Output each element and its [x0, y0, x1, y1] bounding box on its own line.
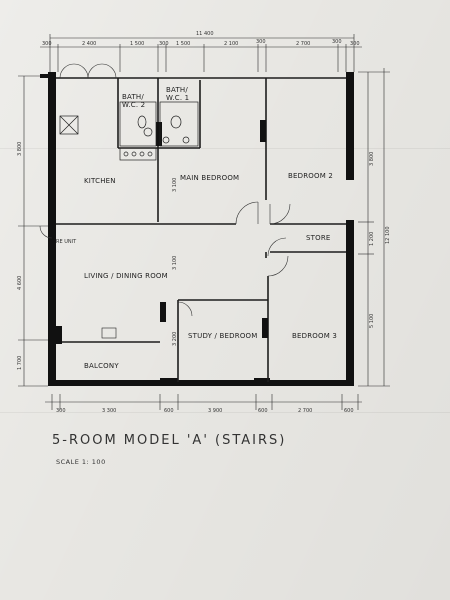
dim-top-total: 11 400 [196, 31, 214, 37]
door-swings [39, 63, 291, 317]
dim-top-5: 1 500 [176, 41, 190, 47]
dim-bottom-5: 600 [258, 408, 268, 414]
dim-top-2: 2 400 [82, 41, 96, 47]
dim-left-3: 1 700 [17, 356, 23, 370]
dim-top-9: 300 [332, 39, 342, 45]
paper-fold [0, 412, 450, 413]
dim-bottom-6: 2 700 [298, 408, 312, 414]
room-label-bath1-wc: W.C. 1 [166, 94, 189, 102]
dim-left-1: 3 800 [17, 142, 23, 156]
room-label-bath2-wc: W.C. 2 [122, 101, 145, 109]
dim-right-total: 12 100 [385, 227, 391, 245]
dim-bottom-3: 600 [164, 408, 174, 414]
outer-walls [40, 72, 354, 386]
room-label-store: STORE [306, 234, 331, 242]
columns [50, 80, 354, 344]
balcony-fixture [101, 327, 117, 339]
dim-right-1: 3 800 [369, 152, 375, 166]
room-label-balcony: BALCONY [84, 362, 119, 370]
dim-right-3: 5 100 [369, 314, 375, 328]
dim-top-1: 300 [42, 41, 52, 47]
bathroom-fixtures [119, 101, 199, 147]
room-label-bedroom-3: BEDROOM 3 [292, 332, 337, 340]
room-label-bedroom-2: BEDROOM 2 [288, 172, 333, 180]
room-label-study-bedroom: STUDY / BEDROOM [188, 332, 257, 340]
dim-left-2: 4 600 [17, 276, 23, 290]
dim-bottom-1: 300 [56, 408, 66, 414]
dim-bottom-2: 3 300 [102, 408, 116, 414]
plan-title: 5-ROOM MODEL 'A' (STAIRS) [52, 433, 287, 448]
paper-fold [0, 148, 450, 149]
dim-bottom-7: 600 [344, 408, 354, 414]
dim-bottom-4: 3 900 [208, 408, 222, 414]
room-label-main-bedroom: MAIN BEDROOM [180, 174, 239, 182]
room-label-kitchen: KITCHEN [84, 177, 116, 185]
kitchen-fixtures [59, 115, 157, 161]
dim-top-4: 300 [159, 41, 169, 47]
room-label-bath1: BATH/ [166, 86, 188, 94]
room-label-bath2: BATH/ [122, 93, 144, 101]
dim-interior-living: 3 100 [172, 256, 178, 270]
plan-scale: SCALE 1: 100 [56, 458, 106, 466]
dim-top-3: 1 500 [130, 41, 144, 47]
dim-interior-study: 3 200 [172, 332, 178, 346]
interior-walls [56, 77, 346, 382]
room-label-refuse-unit: RE UNIT [56, 239, 77, 245]
dim-top-7: 300 [256, 39, 266, 45]
dim-interior-kitchen: 3 100 [172, 178, 178, 192]
room-label-living-dining: LIVING / DINING ROOM [84, 272, 168, 280]
dim-right-2: 1 200 [369, 232, 375, 246]
dim-top-8: 2 700 [296, 41, 310, 47]
dim-top-6: 2 100 [224, 41, 238, 47]
dim-top-10: 300 [350, 41, 360, 47]
